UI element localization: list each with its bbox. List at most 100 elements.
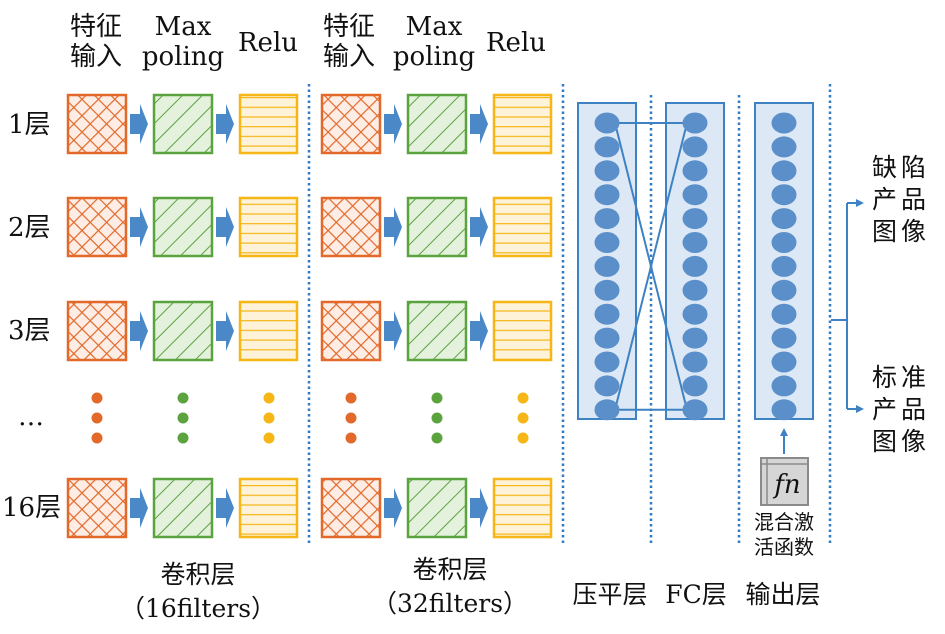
ellipsis-dot: [91, 412, 103, 424]
function-symbol: fn: [772, 470, 800, 500]
flatten-neuron: [594, 375, 620, 397]
max-pooling-block: [152, 196, 214, 258]
fc-neuron: [682, 160, 708, 182]
output-standard-line3: 图像: [871, 427, 930, 456]
header-feature-input-1: 特征 输入: [64, 12, 128, 72]
output-neuron: [771, 399, 797, 421]
output-neuron: [771, 160, 797, 182]
row-label-3: 3层: [8, 316, 51, 346]
header-max-pooling-1: Max poling: [136, 12, 230, 72]
fc-neuron: [682, 136, 708, 158]
flow-arrow: [216, 207, 234, 247]
header-relu-1: Relu: [237, 28, 299, 58]
flow-arrow: [470, 207, 488, 247]
output-neuron: [771, 184, 797, 206]
fc-neuron: [682, 112, 708, 134]
fc-neuron: [682, 303, 708, 325]
feature-input-block: [66, 300, 128, 362]
flatten-neuron: [594, 136, 620, 158]
flatten-neuron: [594, 255, 620, 277]
ellipsis-dot: [345, 432, 357, 444]
header-max-pooling-line1: Max: [405, 12, 463, 42]
max-pooling-block: [152, 477, 214, 539]
header-feature-input-line2: 输入: [322, 42, 375, 72]
header-max-pooling-line1: Max: [154, 12, 212, 42]
fc-layer-label: FC层: [665, 580, 727, 609]
flatten-neuron: [594, 279, 620, 301]
fc-neuron: [682, 375, 708, 397]
max-pooling-block: [406, 196, 468, 258]
relu-block: [492, 93, 553, 155]
flatten-neuron: [594, 160, 620, 182]
row-label-16: 16层: [2, 493, 62, 523]
row-label-1: 1层: [8, 110, 51, 140]
feature-input-block: [66, 477, 128, 539]
max-pooling-block: [406, 93, 468, 155]
flatten-neuron: [594, 184, 620, 206]
flow-arrow: [470, 311, 488, 351]
feature-input-block: [320, 93, 382, 155]
flatten-neuron: [594, 351, 620, 373]
flow-arrow: [384, 488, 402, 528]
header-max-pooling-2: Max poling: [387, 12, 481, 72]
conv-caption-filters: （32filters）: [371, 589, 529, 618]
flow-arrow: [130, 311, 148, 351]
output-neuron: [771, 375, 797, 397]
feature-input-block: [320, 196, 382, 258]
max-pooling-block: [406, 477, 468, 539]
ellipsis-dot: [263, 392, 275, 404]
flow-arrow: [470, 488, 488, 528]
flatten-neuron: [594, 399, 620, 421]
conv-caption-2: 卷积层 （32filters）: [370, 553, 530, 621]
output-neuron: [771, 327, 797, 349]
conv-caption-filters: （16filters）: [119, 594, 277, 623]
function-box-icon: [760, 457, 809, 506]
ellipsis-dot: [345, 392, 357, 404]
relu-block: [238, 300, 299, 362]
ellipsis-dot: [431, 432, 443, 444]
fc-neuron: [682, 232, 708, 253]
relu-block: [238, 93, 299, 155]
flow-arrow: [130, 488, 148, 528]
max-pooling-block: [406, 300, 468, 362]
ellipsis-dot: [431, 412, 443, 424]
ellipsis-dot: [177, 432, 189, 444]
flow-arrow: [384, 207, 402, 247]
neuron-connection: [614, 122, 688, 411]
flow-arrow: [384, 104, 402, 144]
output-layer-label: 输出层: [745, 580, 821, 609]
flow-arrow: [130, 104, 148, 144]
header-feature-input-line1: 特征: [69, 12, 122, 42]
output-neuron: [771, 136, 797, 158]
output-neuron: [771, 303, 797, 325]
flow-arrow: [130, 207, 148, 247]
flow-arrow: [470, 104, 488, 144]
ellipsis-dot: [517, 432, 529, 444]
ellipsis-dot: [517, 392, 529, 404]
output-defective-line2: 产品: [871, 185, 930, 214]
max-pooling-block: [152, 93, 214, 155]
conv-caption-title: 卷积层: [412, 555, 488, 584]
feature-input-block: [66, 93, 128, 155]
relu-block: [492, 196, 553, 258]
fc-neuron: [682, 399, 708, 421]
feature-input-block: [66, 196, 128, 258]
ellipsis-dot: [91, 432, 103, 444]
max-pooling-block: [152, 300, 214, 362]
output-neuron: [771, 279, 797, 301]
ellipsis-dot: [177, 412, 189, 424]
fc-neuron: [682, 255, 708, 277]
feature-input-block: [320, 477, 382, 539]
fc-neuron: [682, 327, 708, 349]
flow-arrow: [216, 104, 234, 144]
row-label-2: 2层: [8, 213, 51, 243]
ellipsis-dot: [263, 432, 275, 444]
fc-neuron: [682, 279, 708, 301]
feature-input-block: [320, 300, 382, 362]
ellipsis-dot: [517, 412, 529, 424]
conv-caption-title: 卷积层: [160, 560, 236, 589]
flatten-neuron: [594, 232, 620, 253]
header-max-pooling-line2: poling: [141, 42, 225, 72]
output-standard-line1: 标准: [871, 363, 930, 392]
